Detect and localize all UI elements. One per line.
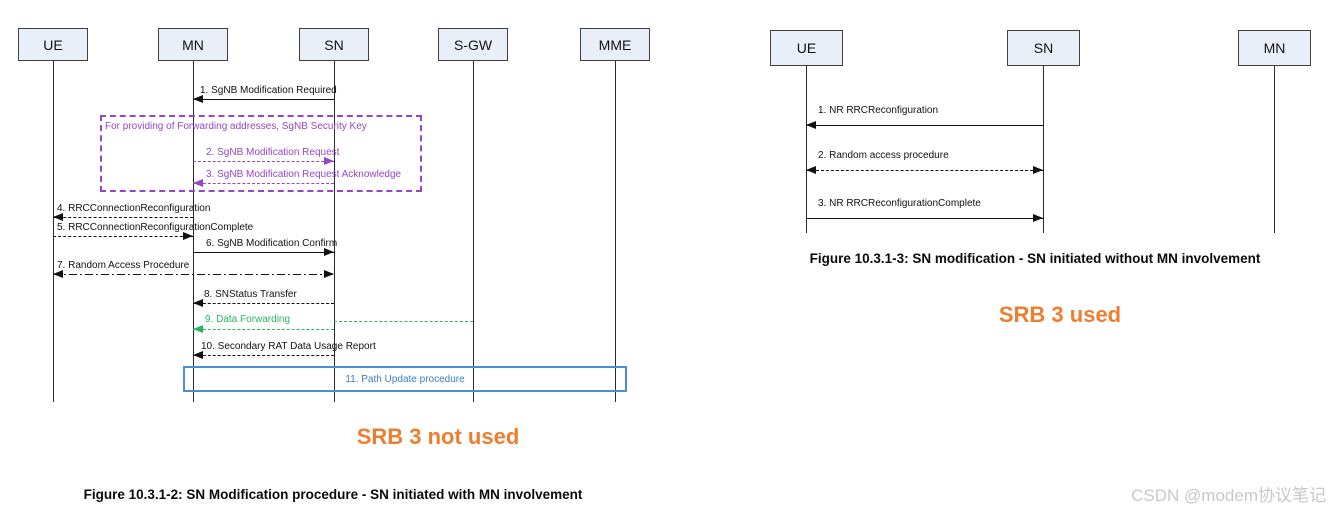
message-label: 3. SgNB Modification Request Acknowledge xyxy=(206,169,402,180)
message-label: 3. NR RRCReconfigurationComplete xyxy=(818,198,981,209)
entity-label: SN xyxy=(1033,40,1054,56)
message-label: 9. Data Forwarding xyxy=(205,314,291,325)
entity-label: MN xyxy=(182,36,204,53)
entity-label: SN xyxy=(324,36,344,53)
entity-label: MN xyxy=(1263,40,1286,56)
arrowhead-right-icon xyxy=(183,232,193,240)
procedure-box: 11. Path Update procedure xyxy=(183,366,627,392)
entity-box-mn-right: MN xyxy=(1238,30,1311,66)
message-label: 10. Secondary RAT Data Usage Report xyxy=(201,341,376,352)
arrowhead-left-icon xyxy=(806,121,816,129)
procedure-label: 11. Path Update procedure xyxy=(345,373,465,385)
message-label: 2. Random access procedure xyxy=(818,150,949,161)
message-label: 8. SNStatus Transfer xyxy=(204,289,297,300)
message-line xyxy=(193,252,334,253)
entity-box-ue: UE xyxy=(18,28,88,61)
arrowhead-right-icon xyxy=(324,270,334,278)
entity-label: MME xyxy=(598,36,632,53)
entity-box-sn-right: SN xyxy=(1007,30,1080,66)
arrowhead-left-icon xyxy=(53,213,63,221)
csdn-watermark: CSDN @modem协议笔记 xyxy=(1131,486,1326,505)
lifeline-ue-right xyxy=(806,66,807,233)
lifeline-ue xyxy=(53,61,54,402)
entity-box-mme: MME xyxy=(580,28,650,61)
message-label: 1. NR RRCReconfiguration xyxy=(818,105,939,116)
message-line xyxy=(806,170,1043,171)
entity-label: UE xyxy=(43,36,63,53)
message-line xyxy=(53,274,334,275)
message-label: 1. SgNB Modification Required xyxy=(200,85,337,96)
figure-caption-right: Figure 10.3.1-3: SN modification - SN in… xyxy=(809,251,1261,266)
srb-annotation-right: SRB 3 used xyxy=(998,302,1122,327)
message-line xyxy=(806,218,1043,219)
arrowhead-left-icon xyxy=(193,351,203,359)
lifeline-mn xyxy=(193,61,194,402)
srb-annotation-left: SRB 3 not used xyxy=(356,424,520,449)
message-line xyxy=(193,303,334,304)
arrowhead-left-icon xyxy=(193,95,203,103)
message-line xyxy=(806,125,1043,126)
message-label: 7. Random Access Procedure xyxy=(57,260,190,271)
lifeline-sn xyxy=(334,61,335,402)
entity-box-mn: MN xyxy=(158,28,228,61)
arrowhead-left-icon xyxy=(193,179,203,187)
entity-label: UE xyxy=(796,40,817,56)
note-text: For providing of Forwarding addresses, S… xyxy=(105,121,367,132)
arrowhead-left-icon xyxy=(806,166,816,174)
message-line xyxy=(193,161,334,162)
arrowhead-right-icon xyxy=(1033,166,1043,174)
message-label: 6. SgNB Modification Confirm xyxy=(206,238,338,249)
lifeline-sn-right xyxy=(1043,66,1044,233)
message-line xyxy=(193,355,334,356)
entity-box-ue-right: UE xyxy=(770,30,843,66)
message-line xyxy=(193,183,334,184)
arrowhead-right-icon xyxy=(324,157,334,165)
entity-box-sgw: S-GW xyxy=(438,28,508,61)
lifeline-mn-right xyxy=(1274,66,1275,233)
arrowhead-right-icon xyxy=(324,248,334,256)
arrowhead-left-icon xyxy=(193,299,203,307)
figure-caption-left: Figure 10.3.1-2: SN Modification procedu… xyxy=(83,487,583,502)
message-line xyxy=(334,321,473,322)
lifeline-sgw xyxy=(473,61,474,402)
message-label: 2. SgNB Modification Request xyxy=(206,147,340,158)
message-line xyxy=(193,99,334,100)
note-box xyxy=(100,115,422,192)
entity-box-sn: SN xyxy=(299,28,369,61)
message-label: 4. RRCConnectionReconfiguration xyxy=(57,203,211,214)
entity-label: S-GW xyxy=(453,36,493,53)
lifeline-mme xyxy=(615,61,616,402)
message-label: 5. RRCConnectionReconfigurationComplete xyxy=(57,222,254,233)
arrowhead-right-icon xyxy=(1033,214,1043,222)
message-line xyxy=(53,217,193,218)
arrowhead-left-icon xyxy=(53,270,63,278)
message-line xyxy=(193,329,334,330)
arrowhead-left-icon xyxy=(193,325,203,333)
message-line xyxy=(53,236,193,237)
